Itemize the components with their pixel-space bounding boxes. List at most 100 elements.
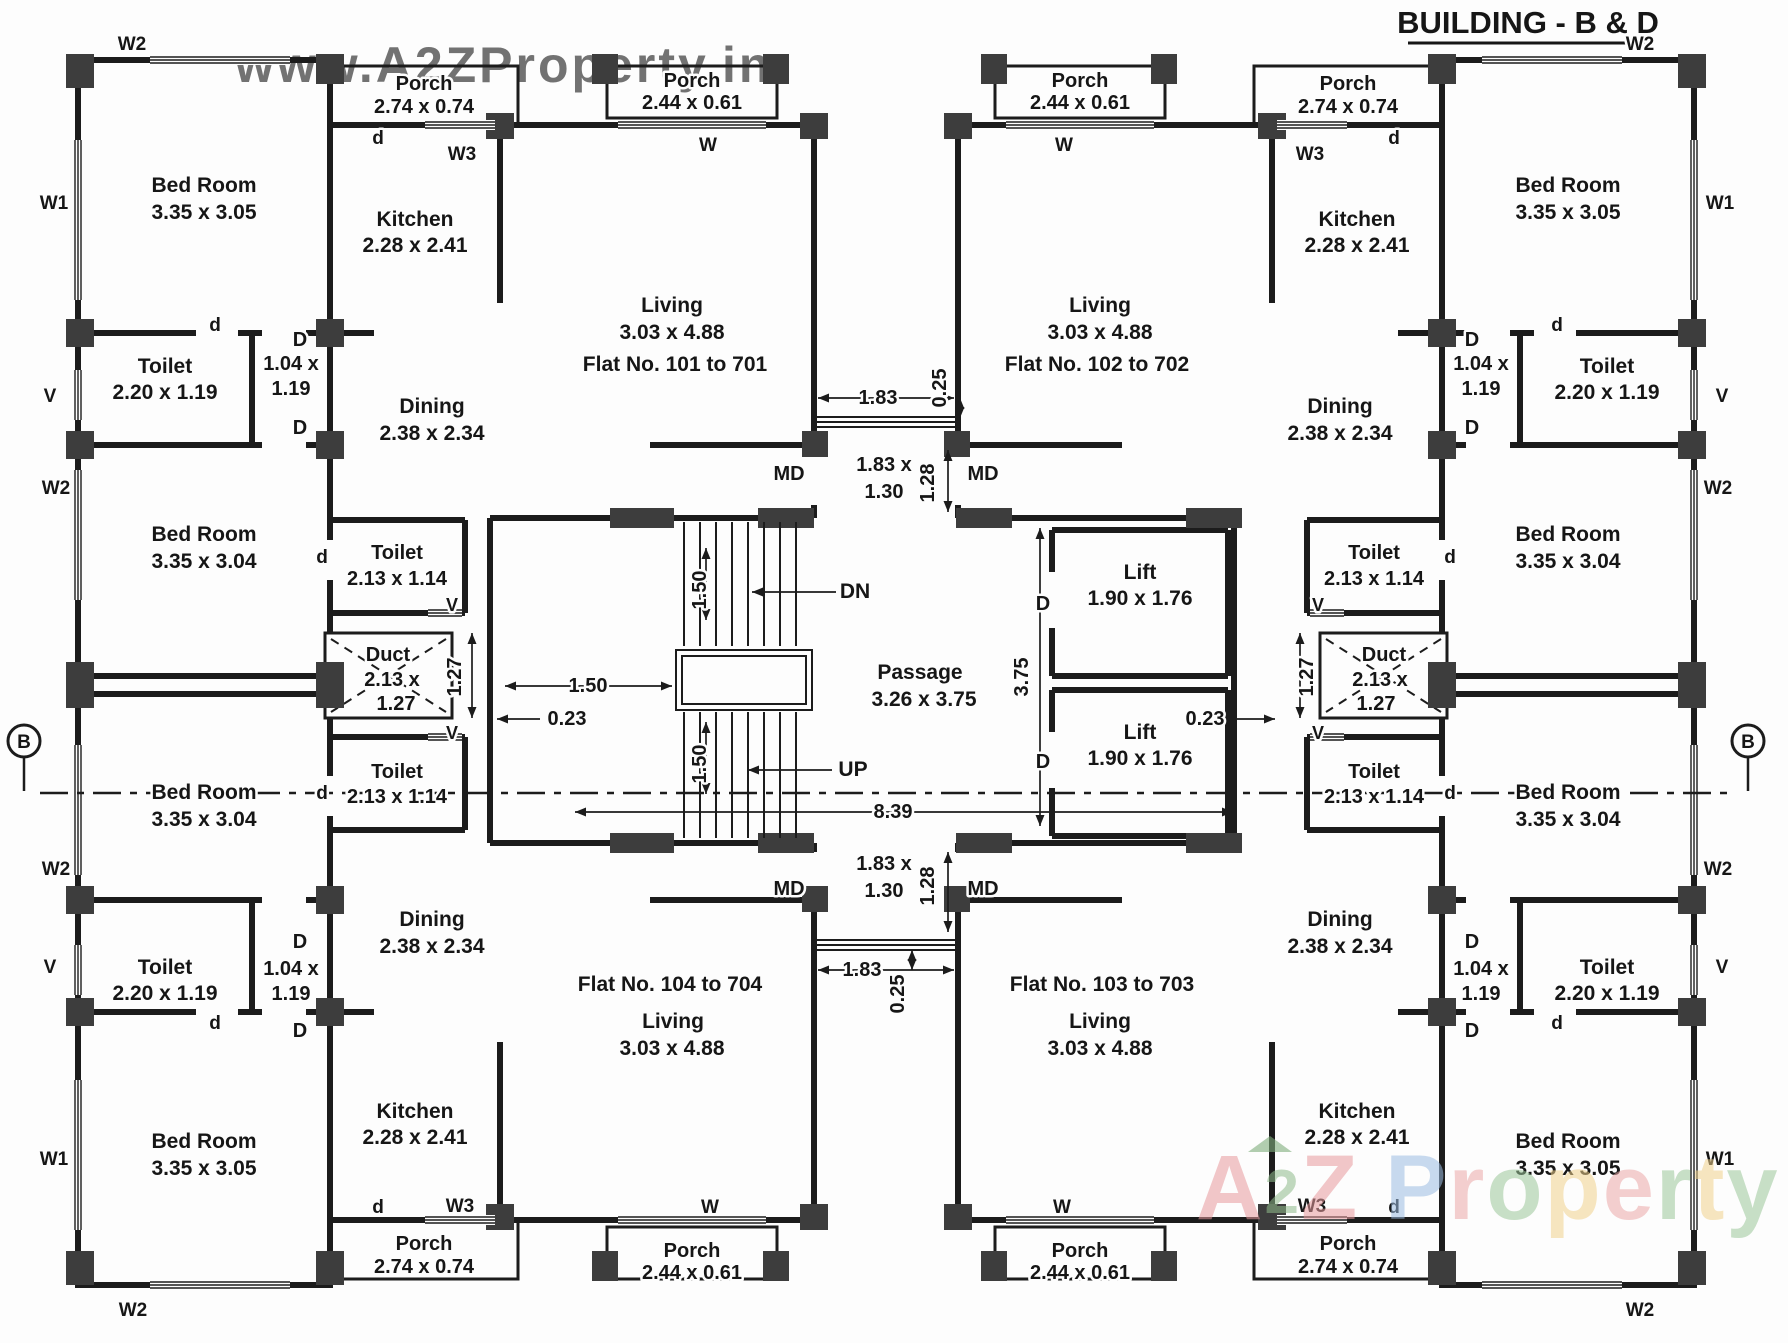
- room-dim: 2.20 x 1.19: [112, 381, 217, 404]
- watermark-letter: e: [1602, 1137, 1656, 1239]
- column-pocket: [66, 319, 94, 347]
- window-label-w2: W2: [118, 34, 147, 55]
- room-dim: 2.13 x 1.14: [1324, 786, 1425, 808]
- dim-arrow: [661, 681, 672, 691]
- door-label-d: d: [372, 1197, 384, 1218]
- room-label-porch: Porch: [396, 1233, 453, 1255]
- room-dim: 2.20 x 1.19: [1554, 982, 1659, 1005]
- room-dim: 2.20 x 1.19: [112, 982, 217, 1005]
- dim-arrow: [943, 921, 953, 932]
- stair-landing: [675, 649, 813, 711]
- dim-arrow: [955, 407, 965, 418]
- room-dim: 1.19: [1462, 983, 1501, 1005]
- room-dim: 2.13 x 1.14: [347, 568, 448, 590]
- room-dim: 3.03 x 4.88: [619, 321, 724, 344]
- room-label-passage: Passage: [877, 661, 962, 684]
- door-label-d: d: [1444, 783, 1456, 804]
- room-dim: 2.38 x 2.34: [379, 935, 484, 958]
- column-pocket: [800, 1204, 828, 1230]
- dim-arrow: [701, 722, 711, 733]
- door-label-D: D: [1036, 751, 1050, 773]
- column-pocket: [1678, 886, 1706, 914]
- room-label-dining: Dining: [399, 908, 464, 931]
- door-label-d: d: [372, 128, 384, 149]
- door-label-d: d: [209, 1013, 221, 1034]
- dim-arrow: [467, 633, 477, 644]
- column-pockets: [66, 54, 1706, 1285]
- dim-arrow: [1295, 707, 1305, 718]
- window-label-w1: W1: [1706, 1149, 1735, 1170]
- dim-arrow: [907, 959, 917, 970]
- column-pocket: [763, 54, 789, 84]
- window-label-w: W: [1053, 1197, 1071, 1218]
- watermark-letter: t: [1693, 1137, 1727, 1239]
- room-label-bedroom: Bed Room: [152, 1130, 257, 1153]
- room-dim: 2.44 x 0.61: [642, 92, 742, 114]
- column-pocket: [1678, 998, 1706, 1026]
- column-pocket: [956, 833, 1012, 853]
- dim-arrow: [818, 393, 829, 403]
- window-label-w: W: [699, 135, 717, 156]
- dim-arrow: [1035, 528, 1045, 539]
- vent-label: V: [1716, 957, 1729, 978]
- room-dim: 3.35 x 3.04: [1515, 808, 1620, 831]
- window-label-w2: W2: [1704, 859, 1733, 880]
- room-dim: 1.27: [1357, 693, 1396, 715]
- door-label-D: D: [1465, 931, 1479, 953]
- column-pocket: [1151, 54, 1177, 84]
- dim-arrow: [752, 587, 763, 597]
- column-pocket: [66, 998, 94, 1026]
- column-pocket: [316, 319, 344, 347]
- entry-dim: 1.30: [865, 481, 904, 503]
- room-dim: 1.19: [272, 983, 311, 1005]
- column-pocket: [66, 886, 94, 914]
- porch-outline: [1252, 1218, 1444, 1281]
- door-label-d: d: [1444, 547, 1456, 568]
- watermark-letter: 2: [1264, 1158, 1301, 1227]
- room-dim: 1.04 x: [263, 958, 319, 980]
- room-dim: 2.28 x 2.41: [362, 234, 467, 257]
- window-label-w: W: [701, 1197, 719, 1218]
- room-label-toilet: Toilet: [1580, 355, 1634, 378]
- column-pocket: [1678, 319, 1706, 347]
- room-dim: 2.13 x 1.14: [1324, 568, 1425, 590]
- room-label-kitchen: Kitchen: [376, 1100, 453, 1123]
- column-pocket: [1186, 833, 1242, 853]
- door-label-D: D: [1036, 593, 1050, 615]
- dim-150: 1.50: [689, 745, 711, 784]
- column-pocket: [1428, 1251, 1456, 1285]
- room-label-kitchen: Kitchen: [1318, 208, 1395, 231]
- column-pocket: [1428, 886, 1456, 914]
- room-label-living: Living: [641, 294, 703, 317]
- room-label-living: Living: [642, 1010, 704, 1033]
- watermark-letter: r: [1655, 1137, 1694, 1239]
- column-pocket: [981, 1251, 1007, 1281]
- vent-label: V: [44, 386, 57, 407]
- column-pocket: [944, 1204, 972, 1230]
- room-label-kitchen: Kitchen: [376, 208, 453, 231]
- dim-183: 1.83: [843, 959, 882, 981]
- room-label-toilet: Toilet: [371, 542, 423, 564]
- room-dim: 2.28 x 2.41: [1304, 234, 1409, 257]
- room-dim: 3.35 x 3.04: [151, 550, 256, 573]
- room-dim: 3.35 x 3.04: [151, 808, 256, 831]
- watermark-letter: A: [1196, 1137, 1265, 1239]
- room-label-dining: Dining: [1307, 395, 1372, 418]
- dim-025: 0.25: [887, 975, 909, 1014]
- room-dim: 3.35 x 3.04: [1515, 550, 1620, 573]
- vent-label: V: [446, 595, 458, 615]
- room-dim: 1.90 x 1.76: [1087, 747, 1192, 770]
- room-label-bedroom: Bed Room: [1516, 781, 1621, 804]
- column-pocket: [802, 886, 828, 912]
- watermark-letter: r: [1448, 1137, 1487, 1239]
- column-pocket: [66, 54, 94, 88]
- room-dim: 2.20 x 1.19: [1554, 381, 1659, 404]
- room-dim: 3.35 x 3.05: [1515, 201, 1620, 224]
- room-dim: 1.19: [272, 378, 311, 400]
- column-pocket: [316, 431, 344, 459]
- porch-outline: [1252, 64, 1444, 127]
- dim-839: 8.39: [874, 801, 913, 823]
- column-pocket: [763, 1251, 789, 1281]
- room-label-bedroom: Bed Room: [1516, 1130, 1621, 1153]
